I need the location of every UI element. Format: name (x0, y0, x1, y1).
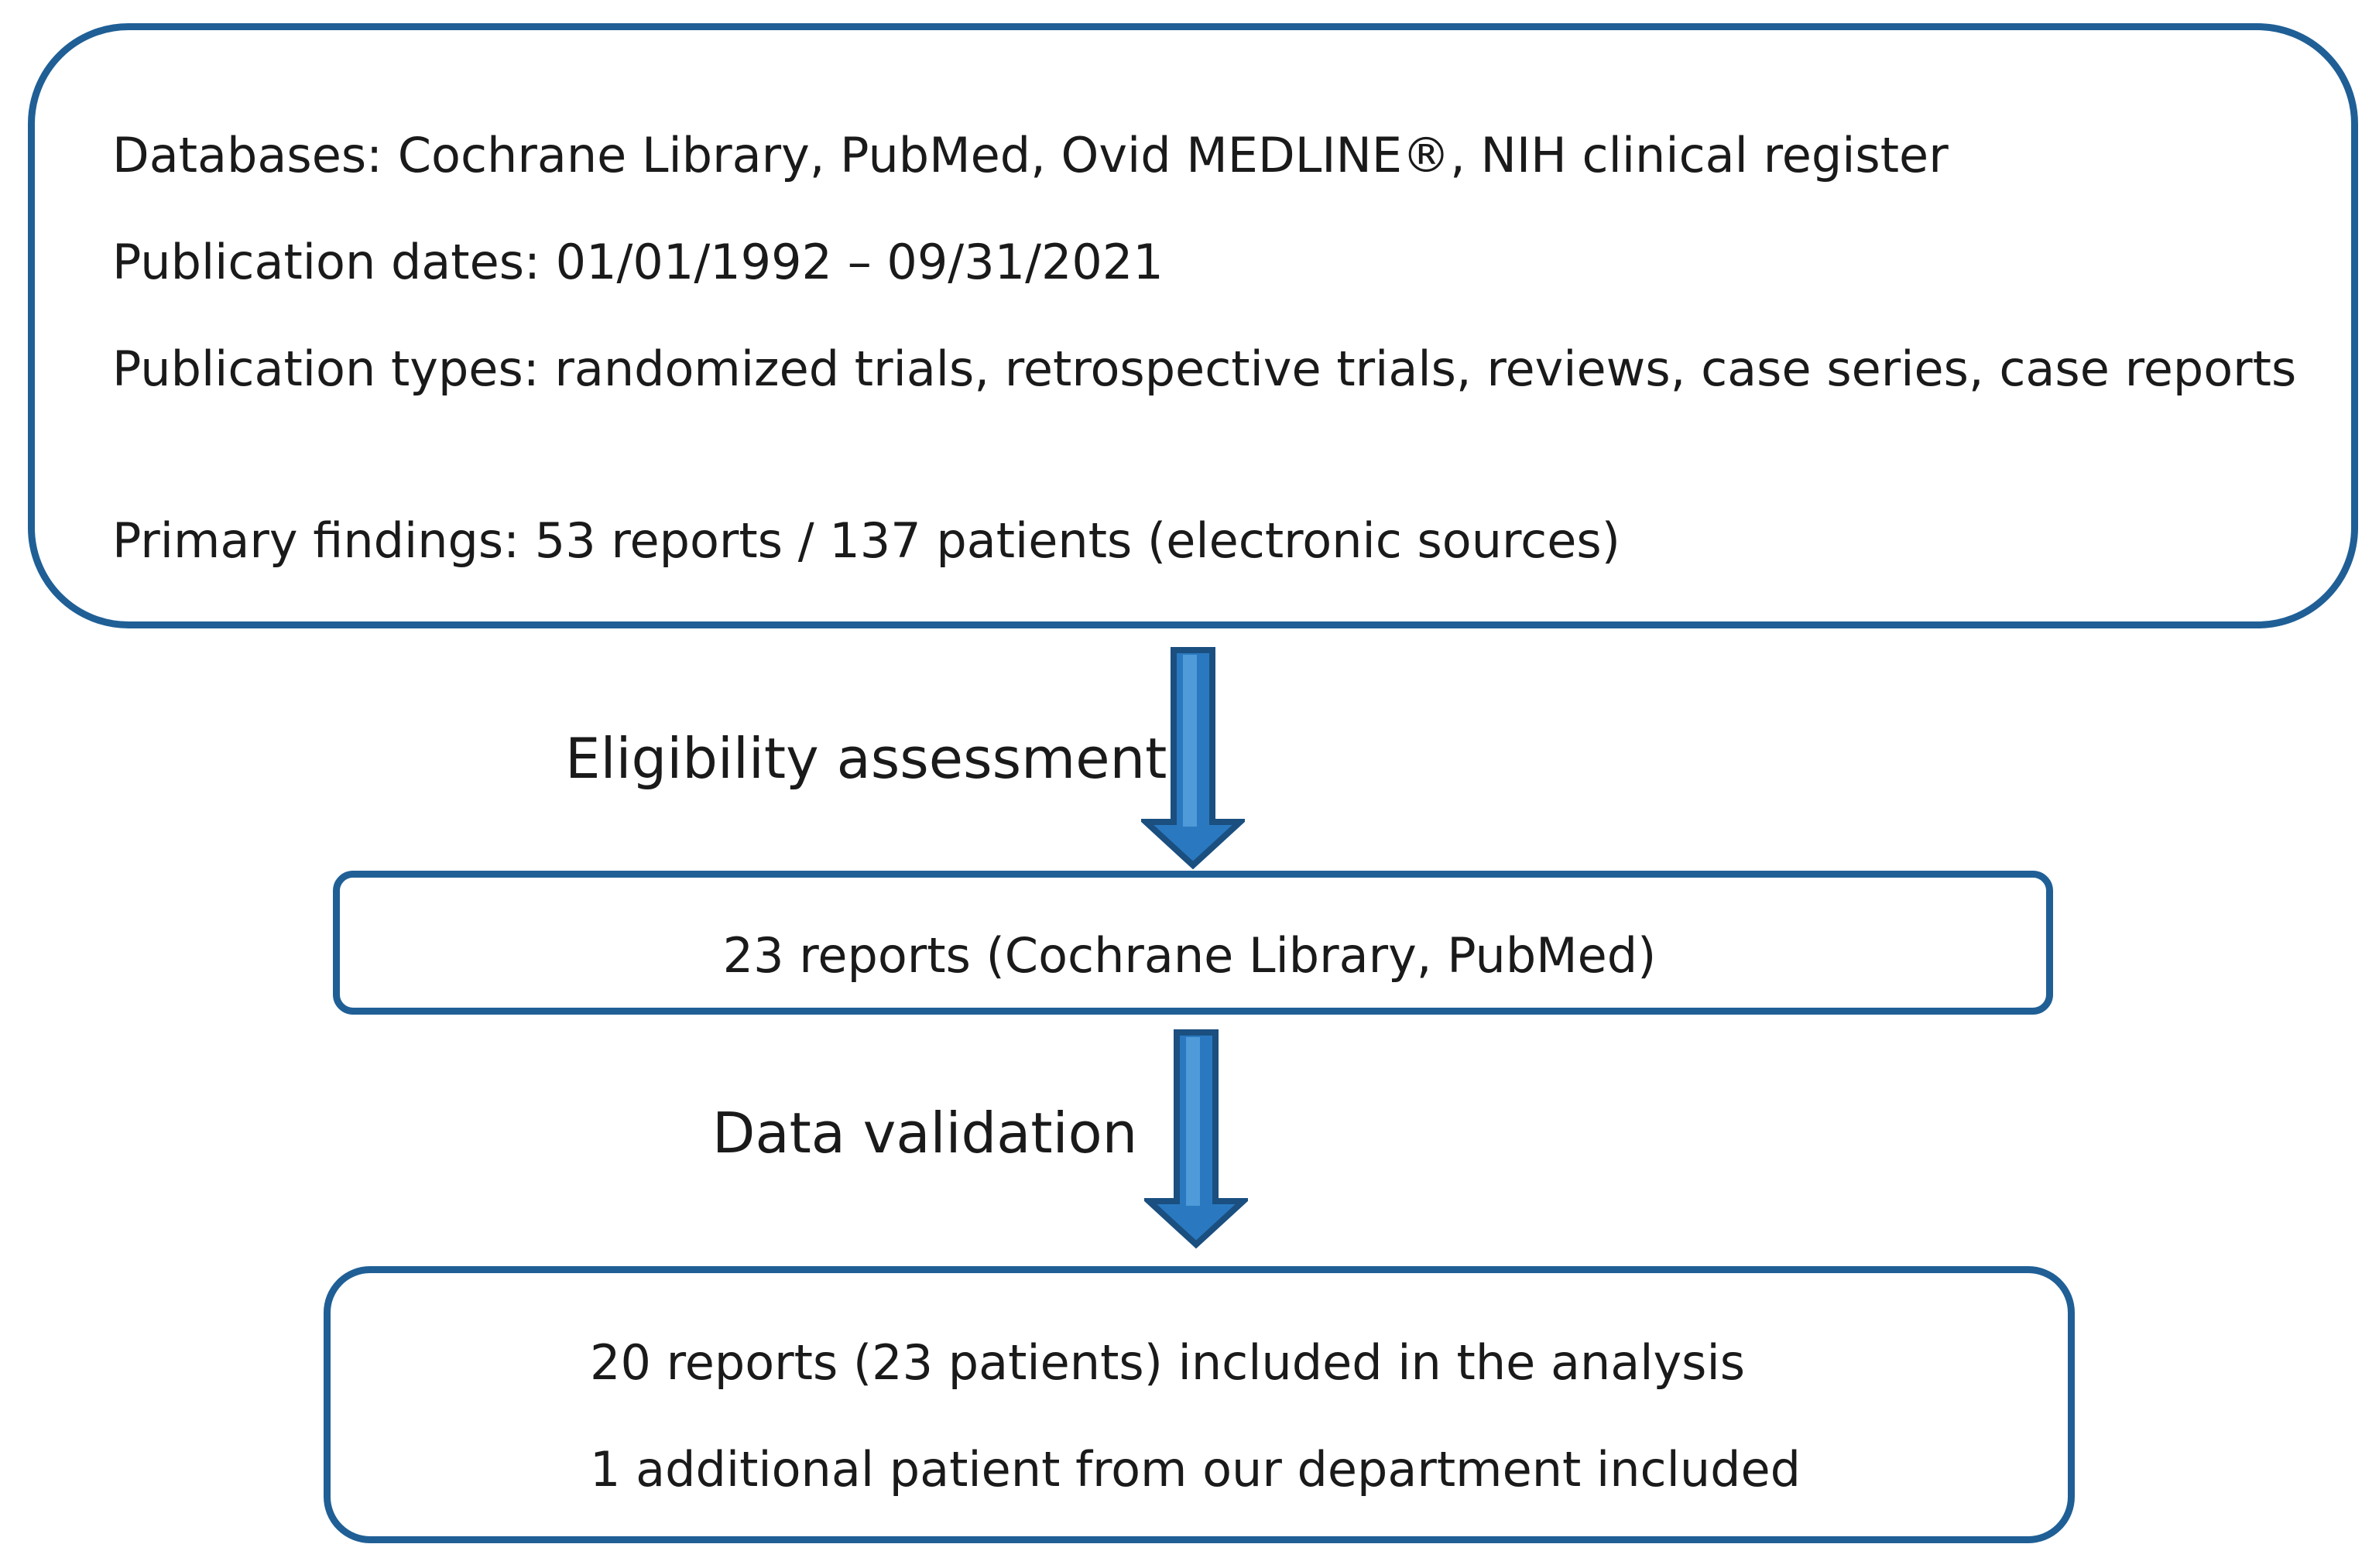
publication-dates-text: Publication dates: 01/01/1992 – 09/31/20… (112, 234, 1164, 290)
included-reports-text: 20 reports (23 patients) included in the… (590, 1334, 1745, 1391)
primary-findings-text: Primary findings: 53 reports / 137 patie… (112, 512, 1620, 569)
eligibility-assessment-label: Eligibility assessment (565, 726, 1167, 791)
databases-text: Databases: Cochrane Library, PubMed, Ovi… (112, 127, 1949, 183)
eligible-reports-text: 23 reports (Cochrane Library, PubMed) (722, 927, 1657, 984)
additional-patient-text: 1 additional patient from our department… (590, 1441, 1801, 1498)
data-validation-label: Data validation (712, 1101, 1138, 1166)
eligible-reports-box (333, 871, 2053, 1015)
down-arrow-icon (1144, 1029, 1248, 1249)
down-arrow-icon (1141, 647, 1245, 870)
search-sources-box (28, 23, 2358, 628)
publication-types-text: Publication types: randomized trials, re… (112, 341, 2297, 397)
included-reports-box (324, 1266, 2075, 1543)
